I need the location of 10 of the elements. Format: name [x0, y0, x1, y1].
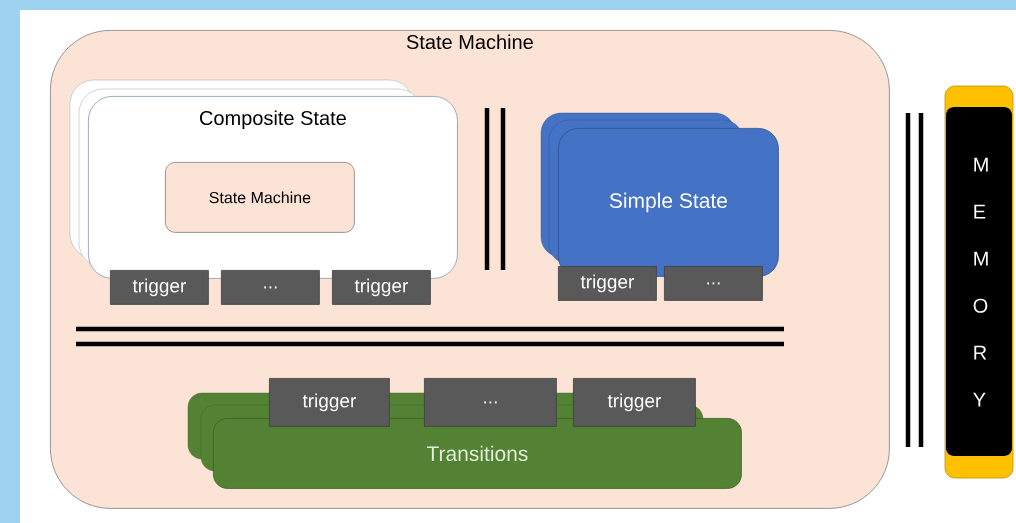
trigger-box: trigger — [558, 266, 657, 301]
state-machine-box: State Machine — [165, 162, 355, 233]
trigger-box: trigger — [573, 378, 696, 427]
trigger-box: ... — [424, 378, 557, 427]
memory-bar: M E M O R Y — [944, 85, 1014, 479]
trigger-box: ... — [221, 270, 320, 305]
trigger-box: trigger — [110, 270, 209, 305]
trigger-box: trigger — [269, 378, 390, 427]
trigger-box: trigger — [332, 270, 431, 305]
trigger-box: ... — [664, 266, 763, 301]
